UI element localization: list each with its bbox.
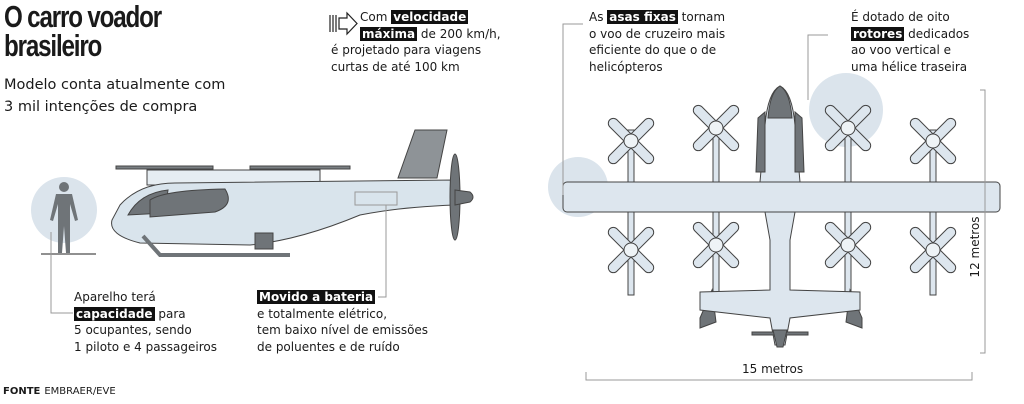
top-view-aircraft	[562, 85, 1001, 348]
rotor-highlight-circle	[809, 73, 883, 147]
subtitle-line: Modelo conta atualmente com	[4, 77, 226, 93]
rotors-leader-line	[807, 34, 828, 100]
length-label: 12 metros	[968, 216, 982, 278]
text: As	[589, 10, 604, 24]
speed-annotation: Com velocidade máxima de 200 km/h, é pro…	[331, 9, 501, 75]
rotor-icon	[607, 226, 655, 274]
rotor-icon	[607, 117, 655, 165]
text: eficiente do que o de	[589, 43, 717, 57]
text: helicópteros	[589, 59, 663, 74]
text: dedicados	[908, 26, 970, 41]
text: o voo de cruzeiro mais	[589, 26, 726, 41]
width-dimension-line	[585, 372, 973, 381]
person-silhouette-icon	[50, 182, 78, 253]
text: de poluentes e de ruído	[257, 339, 400, 354]
capacity-annotation: Aparelho terá capacidade para 5 ocupante…	[74, 289, 217, 355]
subtitle: Modelo conta atualmente com 3 mil intenç…	[4, 74, 225, 118]
page-title: O carro voador brasileiro	[4, 0, 207, 63]
rotor-icon	[824, 221, 872, 269]
text: tem baixo nível de emissões	[257, 323, 429, 337]
length-dimension-line	[980, 89, 986, 354]
highlight-text: capacidade	[74, 306, 155, 321]
rotor-icon	[692, 104, 740, 152]
text: é projetado para viagens	[331, 43, 482, 57]
arrow-right-icon	[329, 11, 358, 36]
highlight-text: rotores	[851, 26, 905, 41]
rotors-annotation: É dotado de oito rotores dedicados ao vo…	[851, 9, 969, 75]
text: Com	[360, 10, 388, 24]
text: 5 ocupantes, sendo	[74, 323, 192, 337]
text: 1 piloto e 4 passageiros	[74, 339, 218, 354]
text: curtas de até 100 km	[331, 59, 460, 74]
text: Aparelho terá	[74, 290, 156, 304]
text: ao voo vertical e	[851, 43, 952, 57]
highlight-text: velocidade	[391, 10, 469, 24]
text: e totalmente elétrico,	[257, 306, 388, 321]
battery-annotation: Movido a bateria e totalmente elétrico, …	[257, 289, 428, 355]
highlight-text: máxima	[360, 26, 418, 41]
wings-leader-line	[562, 23, 583, 195]
text: para	[158, 306, 186, 321]
rotor-icon	[692, 221, 740, 269]
width-label: 15 metros	[742, 362, 804, 376]
rotor-icon	[909, 117, 957, 165]
rotor-icon	[909, 226, 957, 274]
source-label: FONTE	[3, 386, 41, 397]
text: uma hélice traseira	[851, 59, 968, 74]
title-line: O carro voador	[4, 0, 162, 34]
highlight-text: asas fixas	[607, 10, 678, 24]
text: É dotado de oito	[851, 10, 950, 24]
battery-leader-line	[378, 205, 387, 298]
text: tornam	[681, 10, 726, 24]
source-value: EMBRAER/EVE	[44, 386, 116, 397]
subtitle-line: 3 mil intenções de compra	[4, 99, 198, 115]
wings-annotation: As asas fixas tornam o voo de cruzeiro m…	[589, 9, 725, 75]
side-view-aircraft	[111, 129, 474, 257]
highlight-text: Movido a bateria	[257, 290, 376, 304]
capacity-leader-line	[50, 232, 73, 314]
title-line: brasileiro	[4, 28, 102, 63]
rotor-icon	[824, 104, 872, 152]
text: de 200 km/h,	[420, 26, 501, 41]
